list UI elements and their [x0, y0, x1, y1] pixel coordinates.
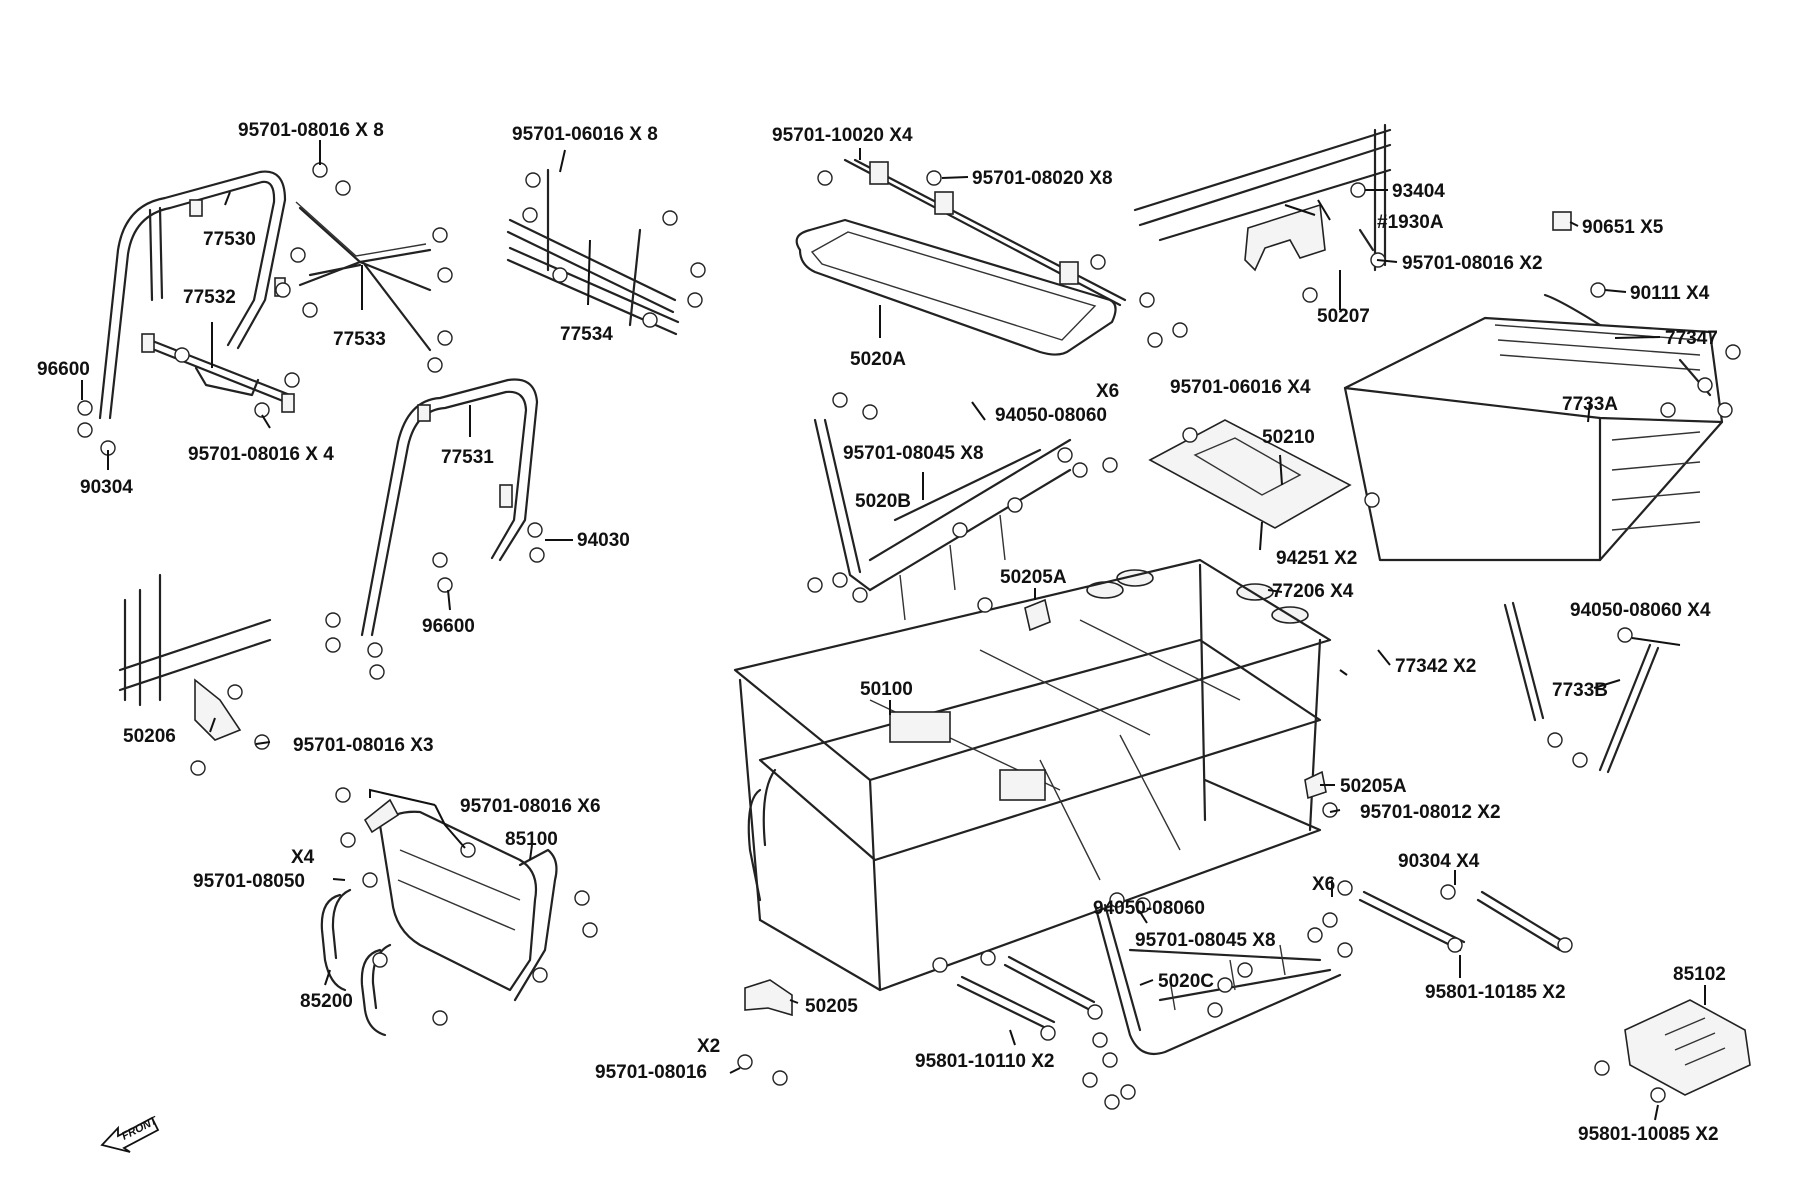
label-77531: 77531	[441, 447, 494, 468]
label-94030: 94030	[577, 530, 630, 551]
label-95701-08016-x8: 95701-08016 X 8	[238, 120, 384, 141]
side-bars-85200	[320, 888, 392, 1037]
label-95701-10020-x4: 95701-10020 X4	[772, 125, 913, 146]
label-50205A-b: 50205A	[1340, 776, 1407, 797]
skid-plate-50210	[1148, 419, 1352, 529]
label-95701-08020-x8: 95701-08020 X8	[972, 168, 1113, 189]
label-85100: 85100	[505, 829, 558, 850]
frame-5020A	[795, 158, 1127, 356]
bracket-50205A-lower	[1304, 770, 1327, 800]
label-95701-08050: 95701-08050	[193, 871, 305, 892]
struts-7733B	[1503, 601, 1660, 774]
frame-section-50207	[1133, 123, 1392, 272]
label-90651-x5: 90651 X5	[1582, 217, 1664, 238]
label-50210: 50210	[1262, 427, 1315, 448]
label-50207: 50207	[1317, 306, 1370, 327]
label-5020B: 5020B	[855, 491, 911, 512]
clip-90651	[1552, 211, 1572, 231]
label-50205A-a: 50205A	[1000, 567, 1067, 588]
label-x6-b: X6	[1312, 874, 1335, 895]
label-90111-x4: 90111 X4	[1630, 283, 1710, 304]
front-arrow-icon: FRONT	[100, 1114, 160, 1153]
long-bolts	[956, 890, 1566, 1032]
cargo-box-7733A	[1343, 316, 1724, 562]
label-95701-08016-x6: 95701-08016 X6	[460, 796, 601, 817]
bracket-50205	[744, 979, 793, 1017]
roll-bar-77531	[360, 378, 539, 637]
bracket-50206	[118, 573, 272, 741]
roll-bar-77530	[98, 170, 287, 420]
bracket-50205A-upper	[1024, 598, 1051, 632]
label-85102: 85102	[1673, 964, 1726, 985]
label-x2: X2	[697, 1036, 720, 1057]
label-95701-08016-x3: 95701-08016 X3	[293, 735, 434, 756]
bumper-85100	[363, 798, 558, 1002]
label-90304-x4: 90304 X4	[1398, 851, 1480, 872]
label-50206: 50206	[123, 726, 176, 747]
label-95701-06016-x8: 95701-06016 X 8	[512, 124, 658, 145]
label-95801-10110-x2: 95801-10110 X2	[915, 1051, 1054, 1072]
part-labels: 95701-08016 X 8 77530 77532 77533 95701-…	[37, 120, 1726, 1145]
label-5020C: 5020C	[1158, 971, 1214, 992]
label-x6-a: X6	[1096, 381, 1119, 402]
label-90304-a: 90304	[80, 477, 133, 498]
plate-85102	[1624, 999, 1751, 1096]
label-50100: 50100	[860, 679, 913, 700]
label-93404: 93404	[1392, 181, 1445, 202]
label-77530: 77530	[203, 229, 256, 250]
latch-77347	[1543, 293, 1713, 397]
label-95801-10185-x2: 95801-10185 X2	[1425, 982, 1566, 1003]
label-94050-08060-a: 94050-08060	[995, 405, 1107, 426]
label-94050-08060-b: 94050-08060	[1093, 898, 1205, 919]
label-7733B: 7733B	[1552, 680, 1608, 701]
label-85200: 85200	[300, 991, 353, 1012]
cross-bar-77532	[141, 333, 295, 413]
fasteners	[77, 162, 1741, 1110]
label-96600-a: 96600	[37, 359, 90, 380]
label-95801-10085-x2: 95801-10085 X2	[1578, 1124, 1719, 1145]
grommets-77206	[1086, 569, 1309, 624]
frame-5020B	[813, 418, 1072, 621]
label-94251-x2: 94251 X2	[1276, 548, 1357, 569]
label-x4-a: X4	[291, 847, 315, 868]
label-77206-x4: 77206 X4	[1272, 581, 1354, 602]
label-95701-08016-x2: 95701-08016 X2	[1402, 253, 1543, 274]
label-77342-x2: 77342 X2	[1395, 656, 1476, 677]
label-94050-08060-x4: 94050-08060 X4	[1570, 600, 1711, 621]
label-50205: 50205	[805, 996, 858, 1017]
label-77347: 77347	[1665, 328, 1718, 349]
label-7733A: 7733A	[1562, 394, 1618, 415]
rail-77534	[506, 168, 680, 336]
x-brace-77533	[295, 201, 432, 352]
label-77532: 77532	[183, 287, 236, 308]
label-5020A: 5020A	[850, 349, 906, 370]
label-95701-08045-x8-a: 95701-08045 X8	[843, 443, 984, 464]
label-1930A: #1930A	[1377, 212, 1444, 233]
label-95701-08012-x2: 95701-08012 X2	[1360, 802, 1501, 823]
label-95701-08016-x4: 95701-08016 X 4	[188, 444, 334, 465]
frame-5020C	[1093, 903, 1342, 1056]
main-frame-50100	[733, 558, 1332, 992]
label-95701-06016-x4: 95701-06016 X4	[1170, 377, 1311, 398]
label-95701-08016: 95701-08016	[595, 1062, 707, 1083]
leader-lines	[81, 140, 1706, 1121]
label-77534: 77534	[560, 324, 613, 345]
label-95701-08045-x8-b: 95701-08045 X8	[1135, 930, 1276, 951]
label-96600-b: 96600	[422, 616, 475, 637]
label-77533: 77533	[333, 329, 386, 350]
